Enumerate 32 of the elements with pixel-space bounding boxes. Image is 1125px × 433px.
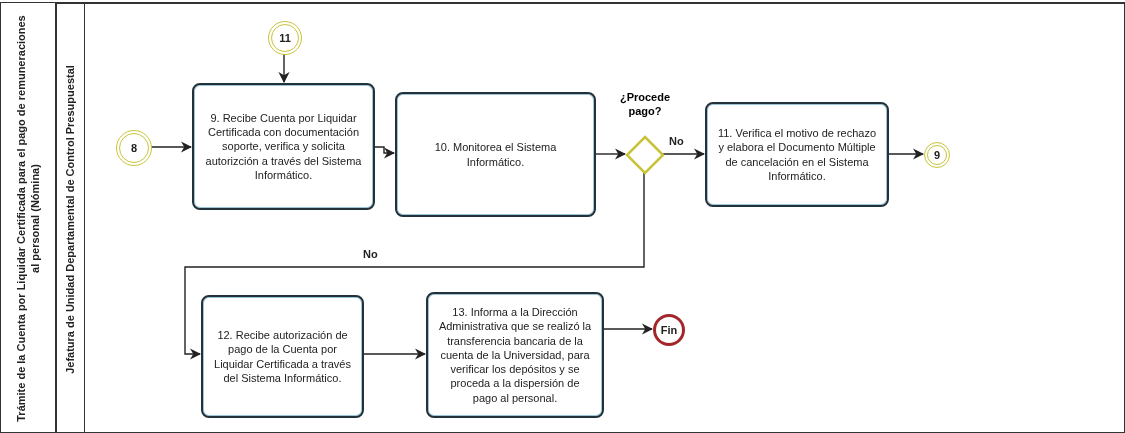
arrow xyxy=(594,148,627,160)
decision-question: ¿Procede pago? xyxy=(618,90,672,119)
process-box xyxy=(426,292,604,418)
arrow xyxy=(887,148,925,160)
arrow xyxy=(662,148,706,160)
arrow xyxy=(150,141,193,153)
reference-number: 8 xyxy=(130,142,138,154)
process-box xyxy=(192,83,375,210)
end-label: Fin xyxy=(660,324,678,336)
reference-number: 9 xyxy=(933,149,941,161)
arrow xyxy=(362,348,427,360)
lane-title: Jefatura de Unidad Departamental de Control Presupuestal xyxy=(63,64,78,376)
process-box xyxy=(201,295,364,418)
step-text: 10. Monitorea el Sistema Informático. xyxy=(433,140,558,169)
edge-label: No xyxy=(667,135,686,147)
off-page-connector xyxy=(924,142,950,168)
pool-title: Trámite de la Cuenta por Liquidar Certificada para el pago de remuneraciones al personal (Nómina) xyxy=(13,14,42,424)
process-box xyxy=(705,102,889,207)
off-page-connector xyxy=(116,130,152,166)
step-text: 13. Informa a la Dirección Administrativa que se realizó la transferencia bancaria de la cuenta de la Universidad, para verificar los depósitos y se proceda a la dispersión de pago al personal. xyxy=(438,304,592,406)
off-page-connector xyxy=(268,21,302,55)
arrow xyxy=(602,323,654,335)
edge-label: No xyxy=(361,248,380,260)
step-text: 12. Recibe autorización de pago de la Cuenta por Liquidar Certificada a través del Sistema Informático. xyxy=(213,327,352,386)
end-event xyxy=(653,314,685,346)
arrow xyxy=(373,146,396,159)
arrow xyxy=(184,172,645,360)
arrow xyxy=(278,53,290,84)
reference-number: 11 xyxy=(279,32,291,44)
step-text: 11. Verifica el motivo de rechazo y elabora el Documento Múltiple de cancelación en el Sistema Informático. xyxy=(717,125,877,184)
step-text: 9. Recibe Cuenta por Liquidar Certificada con documentación soporte, verifica y solicita autorizción a través del Sistema Informático. xyxy=(204,110,363,183)
process-box xyxy=(395,92,596,217)
